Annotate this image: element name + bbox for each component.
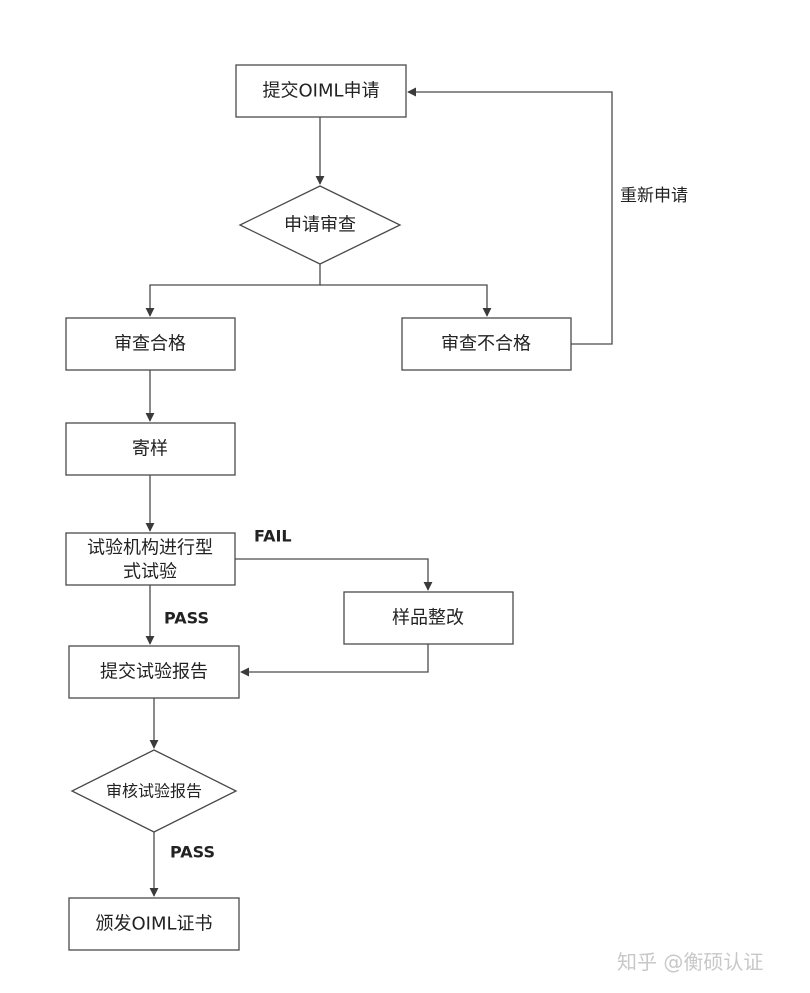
edge-test-to-rectify xyxy=(235,558,433,591)
submit-report-box xyxy=(68,645,240,699)
review-pass-label: 审查合格 xyxy=(114,334,186,355)
review-fail-label: 审查不合格 xyxy=(441,334,531,355)
send-sample-box xyxy=(65,422,236,476)
submit-box xyxy=(235,64,407,118)
type-test-label-line1: 试验机构进行型 xyxy=(87,538,213,559)
rectify-box xyxy=(343,591,514,645)
issue-cert-label: 颁发OIML证书 xyxy=(95,914,212,935)
watermark: 知乎 @衡硕认证 xyxy=(617,950,764,974)
send-sample-label: 寄样 xyxy=(132,439,168,460)
fail-label: FAIL xyxy=(254,527,292,546)
edge-review-to-fail xyxy=(320,284,492,317)
submit-report-label: 提交试验报告 xyxy=(100,662,208,683)
type-test-box xyxy=(65,532,236,586)
edge-rectify-to-report xyxy=(240,644,429,677)
audit-report-label: 审核试验报告 xyxy=(106,782,202,801)
resubmit-label: 重新申请 xyxy=(620,186,688,206)
issue-cert-box xyxy=(68,897,240,951)
pass-audit-label: PASS xyxy=(170,843,215,862)
submit-label: 提交OIML申请 xyxy=(262,81,379,102)
review-decision-label: 申请审查 xyxy=(284,215,356,236)
review-fail-box xyxy=(401,317,572,371)
edge-review-to-pass xyxy=(145,264,321,317)
rectify-label: 样品整改 xyxy=(392,608,464,629)
type-test-label-line2: 式试验 xyxy=(123,562,177,583)
edge-fail-to-submit xyxy=(407,87,613,345)
pass-test-label: PASS xyxy=(164,609,209,628)
